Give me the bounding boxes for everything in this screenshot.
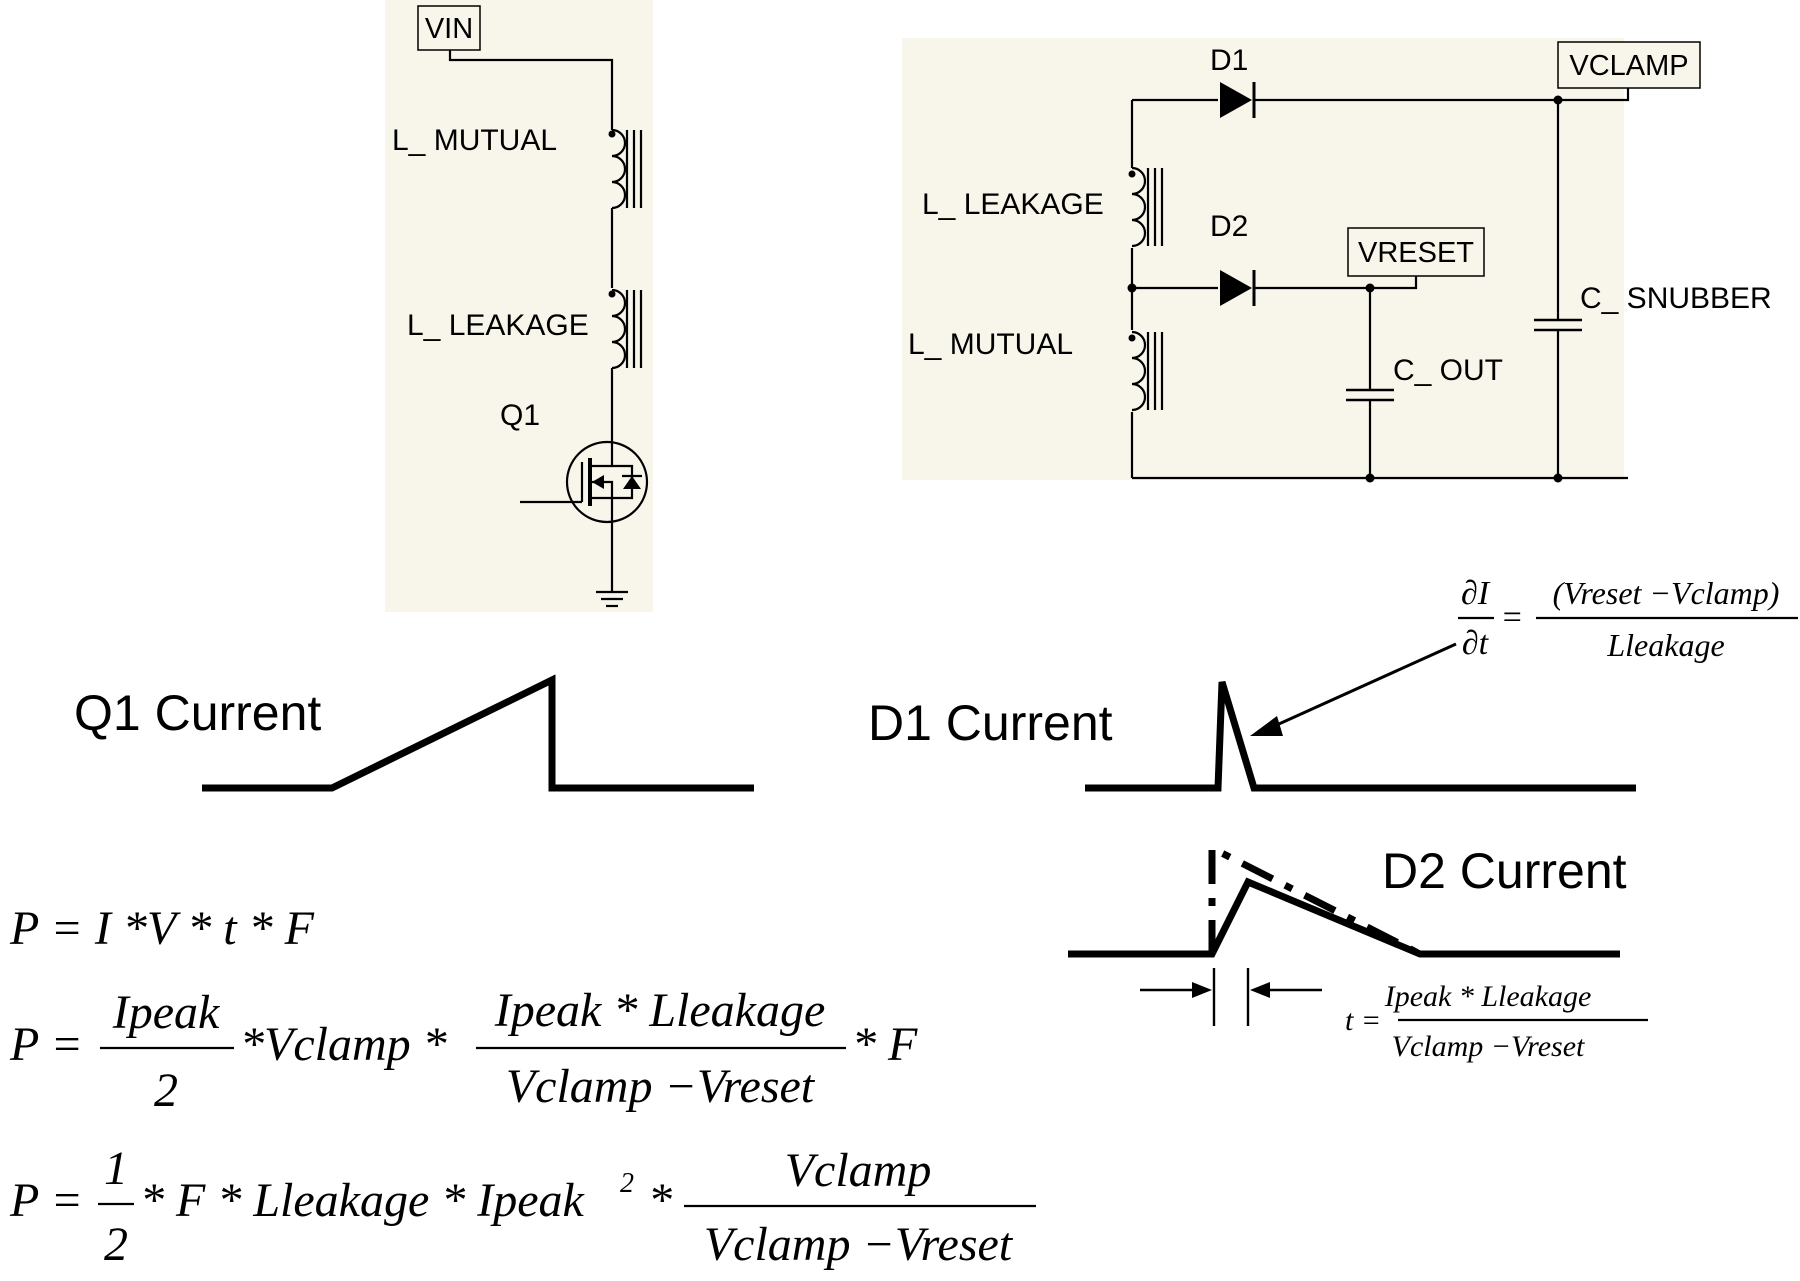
c-out-label: C_ OUT xyxy=(1393,354,1503,387)
right-l-leakage-inductor xyxy=(1128,166,1164,248)
d2-current-label: D2 Current xyxy=(1382,843,1627,899)
q1-mosfet-symbol xyxy=(520,440,649,524)
p3-lhs: P = xyxy=(9,1174,83,1227)
didt-pointer-arrowhead xyxy=(1250,716,1283,736)
vreset-label: VRESET xyxy=(1358,237,1474,269)
didt-rhs-numerator: (Vreset −Vclamp) xyxy=(1553,575,1780,611)
p2-frac2-numerator: Ipeak * Lleakage xyxy=(494,984,826,1037)
vin-label-box xyxy=(417,5,481,51)
p3-frac1-denominator: 2 xyxy=(104,1218,128,1271)
l-mutual-inductor xyxy=(608,128,643,210)
t-formula-numerator: Ipeak * Lleakage xyxy=(1384,980,1592,1013)
vclamp-label: VCLAMP xyxy=(1569,50,1688,82)
right-schematic-background xyxy=(902,38,1624,480)
left-schematic: VIN L_ MUTUAL L_ LEAKAGE xyxy=(385,0,653,612)
c-out-capacitor xyxy=(1346,288,1394,483)
power-formula-expanded: P = Ipeak 2 *Vclamp * Ipeak * Lleakage V… xyxy=(9,984,918,1117)
d1-diode-symbol xyxy=(1220,82,1256,118)
p2-lhs: P = xyxy=(9,1018,83,1071)
vreset-connector xyxy=(1370,276,1418,290)
d1-current-label: D1 Current xyxy=(868,695,1113,751)
right-l-mutual-label: L_ MUTUAL xyxy=(908,328,1073,361)
p3-frac2-denominator: Vclamp −Vreset xyxy=(704,1218,1014,1271)
q1-current-waveform-group: Q1 Current xyxy=(74,674,754,792)
d1-current-waveform xyxy=(1085,680,1636,792)
right-schematic: D1 D2 VCLAMP VRESET L_ LEAKAGE xyxy=(902,38,1772,483)
p3-middle: * F * Lleakage * Ipeak xyxy=(140,1174,586,1227)
p2-frac1-denominator: 2 xyxy=(154,1064,178,1117)
t-formula: t = Ipeak * Lleakage Vclamp −Vreset xyxy=(1345,980,1648,1063)
p2-tail: * F xyxy=(852,1018,918,1071)
vclamp-connector xyxy=(1558,88,1630,102)
right-l-mutual-inductor xyxy=(1128,330,1164,412)
q1-current-waveform xyxy=(202,674,754,792)
q1-current-label: Q1 Current xyxy=(74,685,321,741)
vreset-label-box xyxy=(1347,227,1485,277)
d1-current-waveform-group: D1 Current xyxy=(868,642,1636,792)
power-formula-final: P = 1 2 * F * Lleakage * Ipeak 2 * Vclam… xyxy=(9,1142,1036,1271)
c-snubber-capacitor xyxy=(1534,100,1582,483)
l-leakage-label: L_ LEAKAGE xyxy=(407,309,589,342)
q1-label: Q1 xyxy=(500,399,540,432)
d2-label: D2 xyxy=(1210,210,1248,243)
right-l-leakage-label: L_ LEAKAGE xyxy=(922,188,1104,221)
l-mutual-label: L_ MUTUAL xyxy=(392,124,557,157)
t-formula-denominator: Vclamp −Vreset xyxy=(1392,1030,1585,1063)
ground-symbol xyxy=(596,590,628,608)
d2-current-waveform xyxy=(1068,877,1620,958)
p3-frac1-numerator: 1 xyxy=(104,1142,128,1195)
p2-frac2-denominator: Vclamp −Vreset xyxy=(506,1060,816,1113)
p3-frac2-numerator: Vclamp xyxy=(785,1144,932,1197)
vclamp-label-box xyxy=(1557,41,1701,89)
left-schematic-background xyxy=(385,0,653,612)
p2-frac1-numerator: Ipeak xyxy=(112,986,221,1039)
d1-label: D1 xyxy=(1210,44,1248,77)
didt-numerator: ∂I xyxy=(1461,575,1491,612)
d2-diode-symbol xyxy=(1220,270,1256,306)
didt-formula: ∂I ∂t = (Vreset −Vclamp) Lleakage xyxy=(1458,575,1798,663)
c-snubber-label: C_ SNUBBER xyxy=(1580,282,1772,315)
l-leakage-inductor xyxy=(608,288,643,370)
p2-middle: *Vclamp * xyxy=(240,1018,447,1071)
d2-ideal-current-waveform xyxy=(1208,842,1422,958)
vin-label: VIN xyxy=(425,13,473,45)
vin-wire xyxy=(448,50,614,130)
t-formula-lhs: t = xyxy=(1345,1004,1381,1037)
didt-equals: = xyxy=(1501,599,1524,636)
didt-pointer-arrow xyxy=(1269,642,1457,730)
didt-denominator: ∂t xyxy=(1462,625,1490,662)
p3-star: * xyxy=(648,1174,672,1227)
d2-current-waveform-group: D2 Current xyxy=(1068,842,1627,1026)
t-arrowhead-right xyxy=(1250,982,1270,998)
t-arrowhead-left xyxy=(1192,982,1212,998)
p3-superscript: 2 xyxy=(620,1168,634,1199)
didt-rhs-denominator: Lleakage xyxy=(1606,627,1724,663)
power-formula-basic: P = I *V * t * F xyxy=(9,902,315,955)
